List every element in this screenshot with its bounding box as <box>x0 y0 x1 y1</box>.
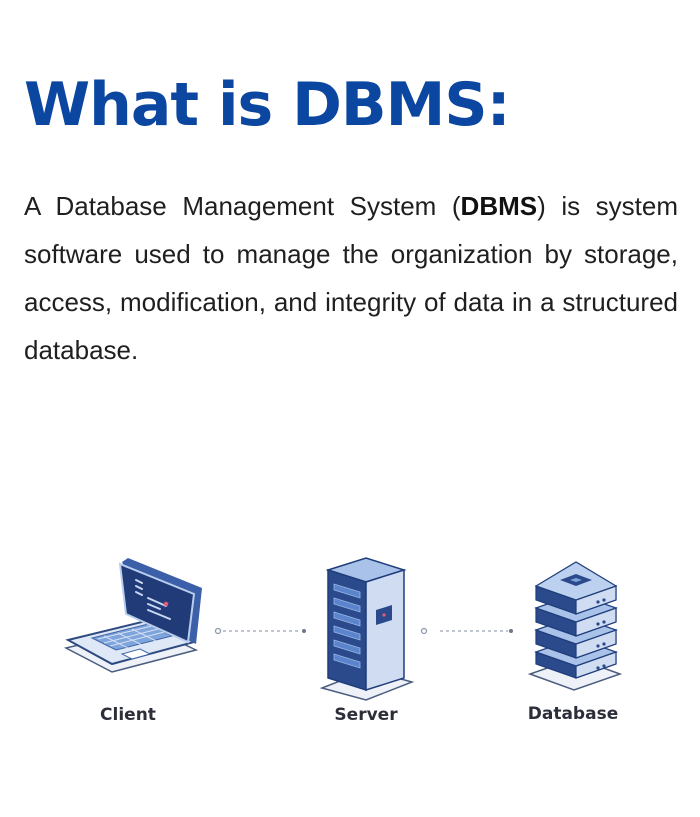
server-rack-icon <box>319 557 415 701</box>
database-stack-icon <box>527 561 623 691</box>
page-title: What is DBMS: <box>24 70 511 140</box>
description-text: A Database Management System (DBMS) is s… <box>24 182 678 374</box>
description-part-2: ) is system software used to manage the … <box>24 191 678 365</box>
description-bold-term: DBMS <box>460 191 538 221</box>
connector-client-server <box>214 627 306 635</box>
diagram-illustration <box>63 557 623 701</box>
laptop-icon <box>63 558 202 673</box>
connector-server-database <box>420 627 513 635</box>
database-label: Database <box>527 704 619 724</box>
client-server-database-diagram <box>0 540 700 740</box>
client-label: Client <box>100 705 156 725</box>
server-label: Server <box>334 705 398 725</box>
description-part-1: A Database Management System ( <box>24 191 461 221</box>
